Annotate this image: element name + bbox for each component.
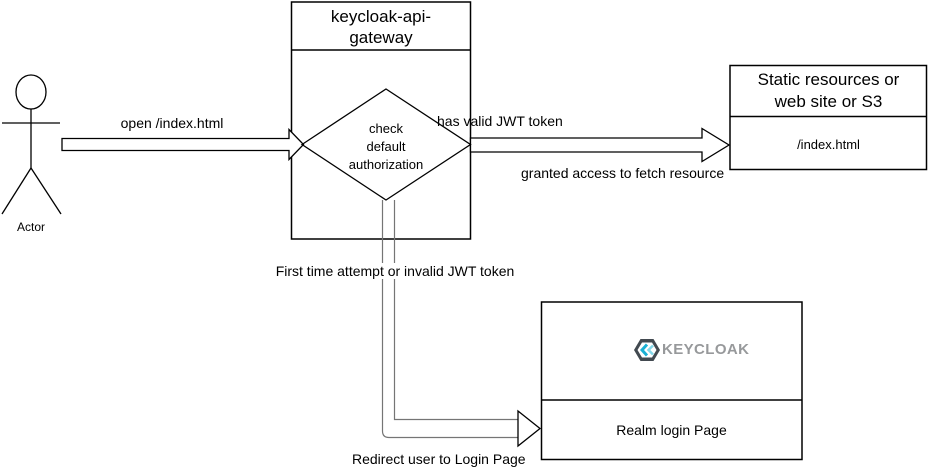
decision-line3: authorization <box>348 157 424 172</box>
keycloak-logo: KEYCLOAK <box>634 337 749 363</box>
actor-icon <box>1 74 62 215</box>
gateway-title-line1: keycloak-api- <box>330 7 432 26</box>
gateway-node <box>290 1 472 240</box>
keycloak-logo-icon <box>634 339 660 361</box>
static-title-line1: Static resources or <box>757 70 900 89</box>
decision-line2: default <box>366 139 406 154</box>
static-resources-body: /index.html <box>797 137 860 152</box>
gateway-title: keycloak-api- gateway <box>292 6 470 48</box>
edge-label-open-index: open /index.html <box>120 115 224 131</box>
edge-label-first-time: First time attempt or invalid JWT token <box>258 263 532 280</box>
gateway-title-line2: gateway <box>349 28 413 47</box>
arrow-has-valid-jwt <box>469 127 731 163</box>
edge-label-has-valid-jwt: has valid JWT token <box>437 113 563 129</box>
decision-label: check default authorization <box>331 120 441 174</box>
static-resources-node <box>729 64 928 171</box>
arrow-open-index <box>61 127 305 162</box>
edge-label-granted-access: granted access to fetch resource <box>521 165 725 181</box>
keycloak-logo-text: KEYCLOAK <box>662 341 750 359</box>
actor-label: Actor <box>16 220 45 234</box>
realm-login-label: Realm login Page <box>616 422 727 438</box>
static-title-line2: web site or S3 <box>774 92 883 111</box>
decision-line1: check <box>369 121 403 136</box>
static-resources-title: Static resources or web site or S3 <box>731 69 926 113</box>
login-page-node <box>540 301 803 461</box>
decision-diamond <box>300 88 472 201</box>
edge-label-redirect: Redirect user to Login Page <box>352 451 526 467</box>
